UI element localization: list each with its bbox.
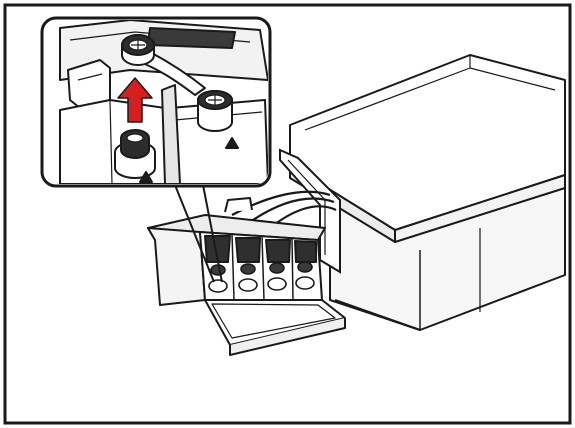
up-arrow-icon [117,77,153,123]
triangle-marker-icon [225,137,239,149]
callout-detail [59,20,268,184]
ink-tank-unit [147,197,346,356]
triangle-marker-icon [139,171,153,183]
